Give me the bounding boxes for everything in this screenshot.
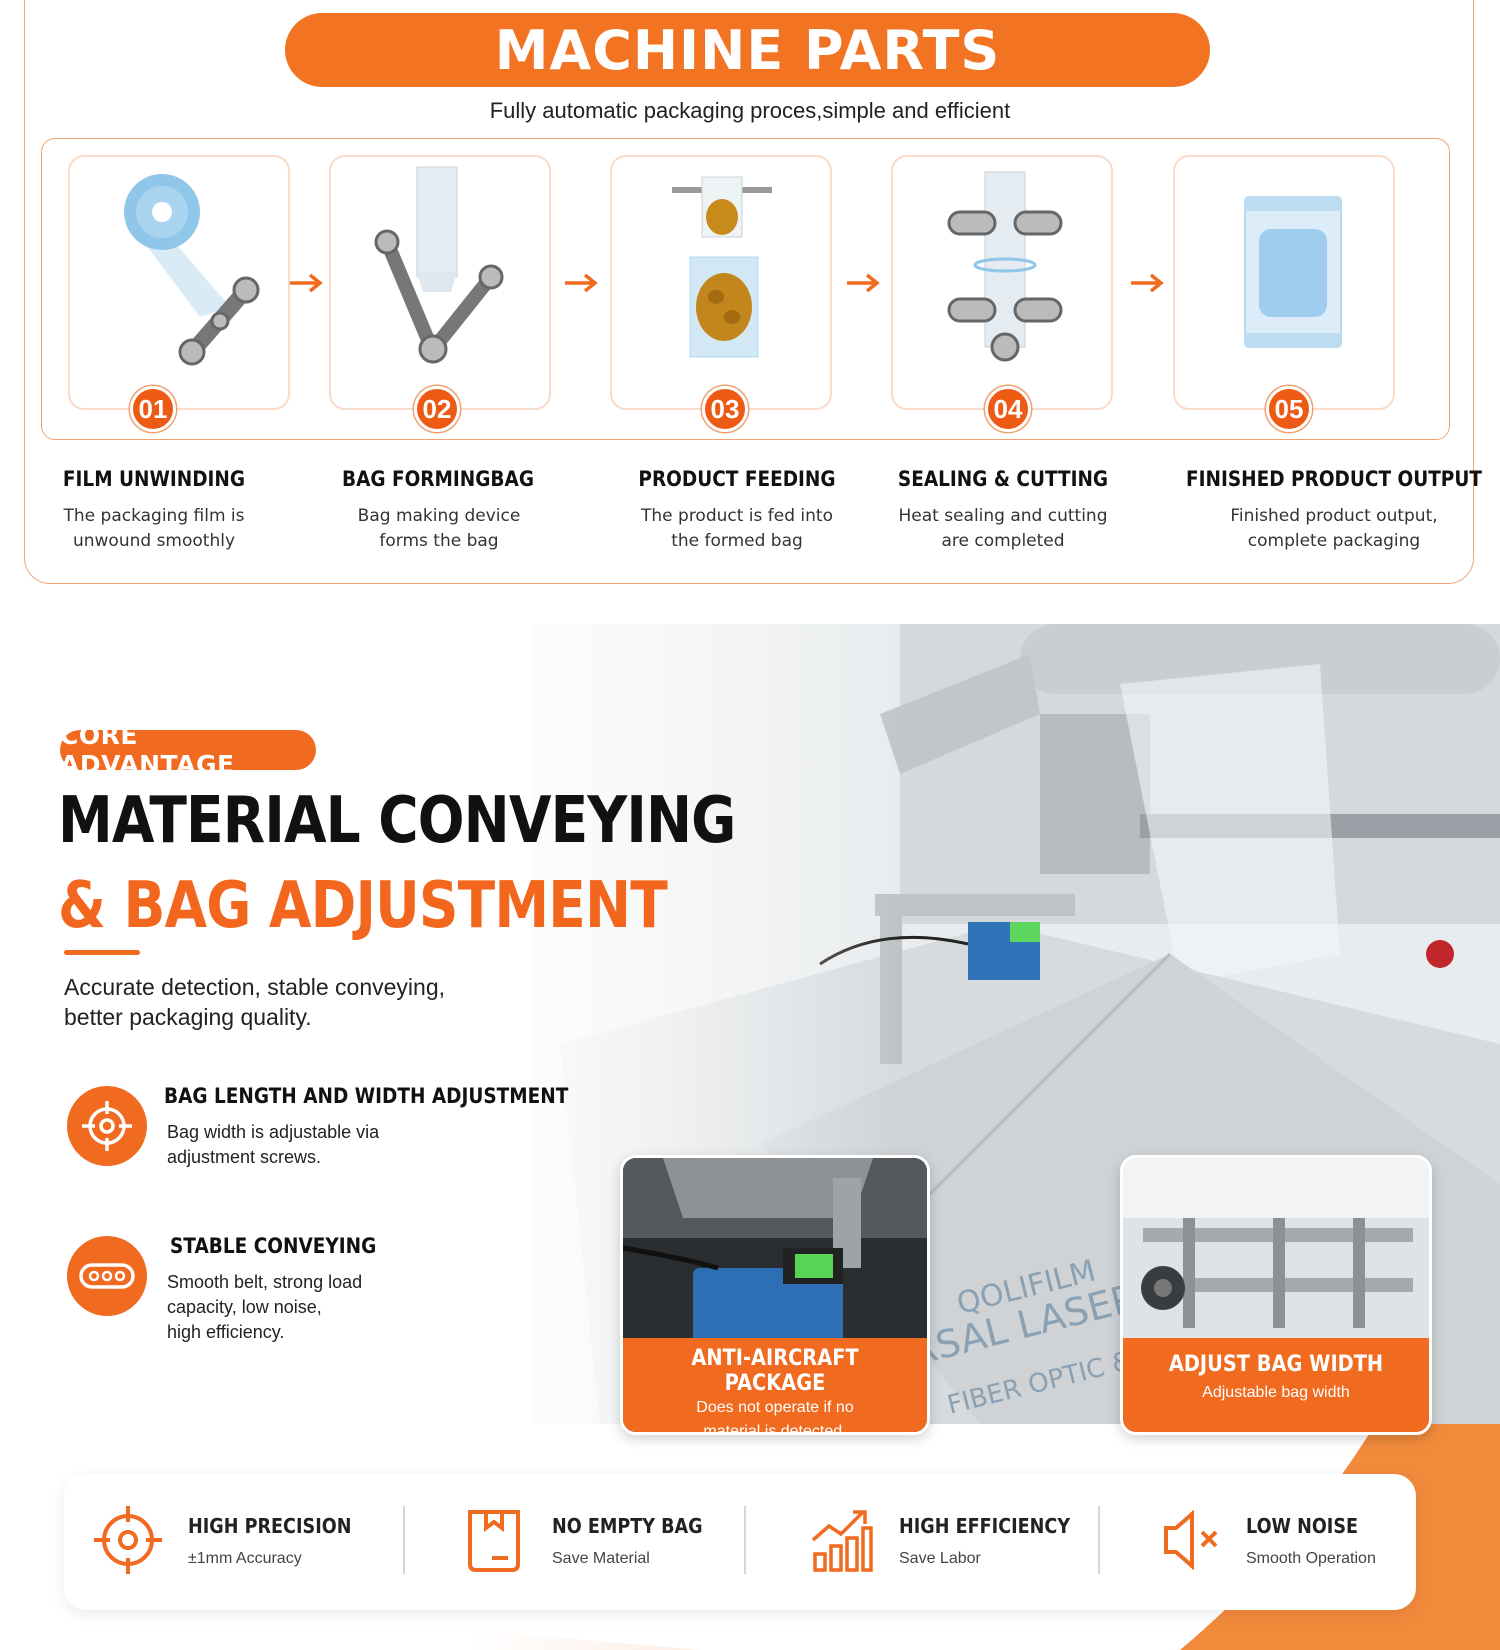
step-title: PRODUCT FEEDING [638, 467, 836, 491]
stat-title: LOW NOISE [1246, 1514, 1359, 1538]
step-description-line: unwound smoothly [72, 531, 236, 551]
mute-speaker-icon [1164, 1509, 1218, 1571]
stat-title: HIGH EFFICIENCY [899, 1514, 1071, 1538]
arrow-right-icon [565, 273, 598, 293]
stat-item: HIGH PRECISION ±1mm Accuracy [92, 1474, 392, 1610]
step-number-badge: 05 [1266, 386, 1312, 432]
step-title: FINISHED PRODUCT OUTPUT [1186, 467, 1482, 491]
sealing-rollers-icon [947, 171, 1063, 362]
lead-text: Accurate detection, stable conveying, be… [64, 972, 524, 1032]
stat-subtitle: Smooth Operation [1246, 1550, 1376, 1567]
stat-item: HIGH EFFICIENCY Save Labor [809, 1474, 1109, 1610]
card-description-line: material is detected. [703, 1423, 847, 1435]
step-description: Bag making device forms the bag [309, 504, 569, 554]
arrow-right-icon [1131, 273, 1164, 293]
empty-box-icon [468, 1510, 520, 1572]
stat-divider [744, 1506, 746, 1574]
feature-description-line: adjustment screws. [167, 1147, 322, 1167]
anti-aircraft-package-card: ANTI-AIRCRAFT PACKAGE Does not operate i… [620, 1155, 930, 1435]
step-description-line: The product is fed into [641, 506, 833, 526]
adjust-bag-width-card: ADJUST BAG WIDTH Adjustable bag width [1120, 1155, 1432, 1435]
key-stats-bar: HIGH PRECISION ±1mm Accuracy NO EMPTY BA… [64, 1474, 1416, 1610]
step-description-line: Heat sealing and cutting [898, 506, 1108, 526]
feature-description-line: Smooth belt, strong load [167, 1272, 363, 1292]
step-number-badge: 02 [414, 386, 460, 432]
crosshair-icon [67, 1086, 147, 1166]
step-description: Heat sealing and cutting are completed [873, 504, 1133, 554]
arrow-right-icon [290, 273, 323, 293]
stat-title: HIGH PRECISION [188, 1514, 352, 1538]
film-roll-icon [124, 174, 260, 366]
card-caption: ANTI-AIRCRAFT PACKAGE Does not operate i… [623, 1338, 927, 1432]
step-description: The packaging film is unwound smoothly [24, 504, 284, 554]
feature-title: STABLE CONVEYING [170, 1234, 377, 1258]
stat-subtitle: Save Labor [899, 1550, 981, 1567]
core-advantage-badge: CORE ADVANTAGE [60, 721, 316, 779]
card-description-line: Does not operate if no [696, 1399, 854, 1416]
step-description-line: Bag making device [357, 506, 521, 526]
step-description-line: forms the bag [379, 531, 499, 551]
step-number-badge: 03 [702, 386, 748, 432]
step-card-sealing-cutting [891, 155, 1113, 410]
conveyor-icon [67, 1236, 147, 1316]
step-description-line: the formed bag [671, 531, 803, 551]
step-title: SEALING & CUTTING [897, 467, 1109, 491]
stat-subtitle: ±1mm Accuracy [188, 1550, 302, 1567]
core-advantage-section: QOLIFILM UNIVERSAL LASER FIBER OPTIC & C… [0, 624, 1500, 1650]
step-card-product-feeding [610, 155, 832, 410]
lead-line: better packaging quality. [64, 1004, 312, 1030]
bag-former-icon [374, 166, 504, 364]
step-description-line: Finished product output, [1230, 506, 1438, 526]
step-card-film-unwinding [68, 155, 290, 410]
arrow-right-icon [847, 273, 880, 293]
feature-description-line: Bag width is adjustable via [167, 1122, 380, 1142]
target-icon [94, 1506, 162, 1574]
card-caption: ADJUST BAG WIDTH Adjustable bag width [1123, 1338, 1429, 1432]
card-title: ADJUST BAG WIDTH [1168, 1352, 1384, 1377]
step-card-bag-forming [329, 155, 551, 410]
step-description: Finished product output, complete packag… [1174, 504, 1494, 554]
section-title-banner: MACHINE PARTS [285, 13, 1210, 87]
growth-chart-icon [811, 1510, 873, 1572]
finished-bag-icon [1244, 196, 1342, 348]
stat-item: NO EMPTY BAG Save Material [462, 1474, 762, 1610]
step-description-line: The packaging film is [63, 506, 245, 526]
step-description-line: are completed [941, 531, 1065, 551]
card-description-line: Adjustable bag width [1202, 1384, 1350, 1401]
step-description: The product is fed into the formed bag [607, 504, 867, 554]
stat-title: NO EMPTY BAG [552, 1514, 703, 1538]
section-title: MACHINE PARTS [494, 18, 1001, 82]
feature-description: Smooth belt, strong load capacity, low n… [167, 1270, 427, 1345]
feature-description: Bag width is adjustable via adjustment s… [167, 1120, 427, 1170]
feature-title: BAG LENGTH AND WIDTH ADJUSTMENT [164, 1084, 569, 1108]
step-description-line: complete packaging [1247, 531, 1421, 551]
lead-line: Accurate detection, stable conveying, [64, 974, 446, 1000]
process-steps-frame [41, 138, 1450, 440]
step-title: FILM UNWINDING [62, 467, 246, 491]
card-title: ANTI-AIRCRAFT PACKAGE [691, 1346, 859, 1396]
headline-line-1: MATERIAL CONVEYING [58, 784, 736, 858]
title-underline [64, 950, 140, 955]
step-number-badge: 04 [985, 386, 1031, 432]
stat-subtitle: Save Material [552, 1550, 650, 1567]
step-title: BAG FORMINGBAG [341, 467, 535, 491]
product-feeding-icon [672, 176, 772, 358]
stat-divider [1098, 1506, 1100, 1574]
step-card-product-output [1173, 155, 1395, 410]
feature-description-line: high efficiency. [167, 1322, 285, 1342]
headline-line-2: & BAG ADJUSTMENT [58, 869, 668, 943]
stat-item: LOW NOISE Smooth Operation [1160, 1474, 1416, 1610]
section-subtitle: Fully automatic packaging proces,simple … [489, 98, 1011, 123]
feature-description-line: capacity, low noise, [167, 1297, 322, 1317]
step-number-badge: 01 [130, 386, 176, 432]
stat-divider [403, 1506, 405, 1574]
